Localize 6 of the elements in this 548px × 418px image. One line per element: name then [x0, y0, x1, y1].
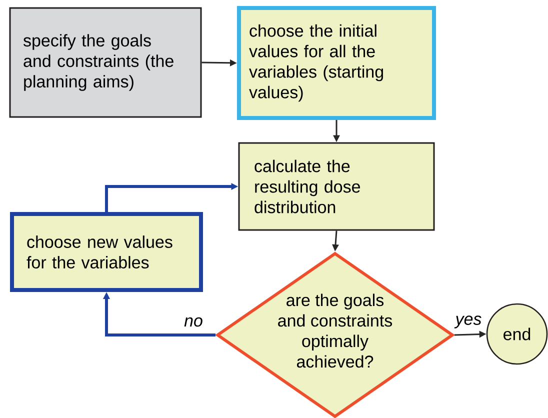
process-box: choose the initial values for all the variables (starting values) — [237, 6, 436, 120]
process-box: choose new values for the variables — [10, 212, 203, 292]
process-box: calculate the resulting dose distribution — [238, 142, 435, 231]
process-box: specify the goals and constraints (the planning aims) — [9, 7, 202, 118]
edge-label: yes — [454, 314, 483, 330]
edge-label: no — [183, 316, 204, 328]
